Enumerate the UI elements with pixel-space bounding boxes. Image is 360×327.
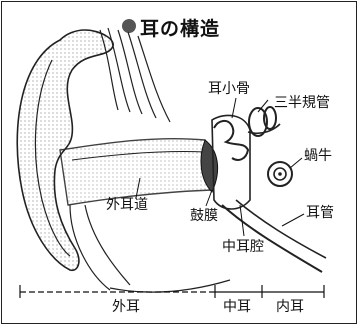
ossicles-shape <box>214 121 248 160</box>
section-middle-ear: 中耳 <box>223 300 251 314</box>
section-inner-ear: 内耳 <box>276 300 304 314</box>
section-outer-ear: 外耳 <box>112 300 140 314</box>
label-cochlea: 蝸牛 <box>304 149 332 163</box>
label-semicircular-canals: 三半規管 <box>274 96 330 110</box>
label-ossicles: 耳小骨 <box>208 82 250 96</box>
label-eustachian-tube: 耳管 <box>306 206 334 220</box>
label-eardrum: 鼓膜 <box>190 209 218 223</box>
label-tympanic-cavity: 中耳腔 <box>222 240 264 254</box>
ear-canal-shape <box>60 139 212 205</box>
cochlea-shape <box>268 162 292 186</box>
label-ear-canal: 外耳道 <box>106 198 148 212</box>
